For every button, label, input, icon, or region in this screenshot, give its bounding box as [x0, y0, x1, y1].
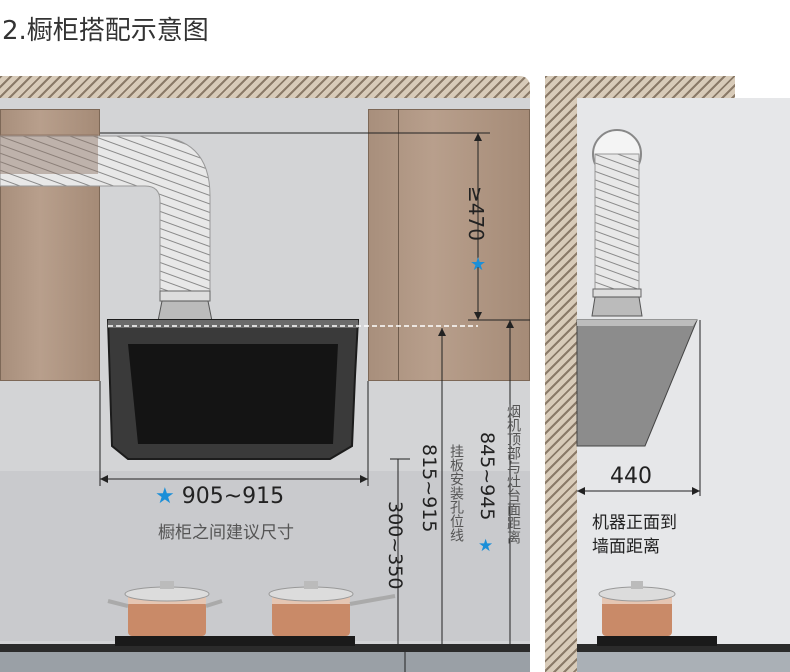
base-cabinet — [0, 652, 530, 672]
dim-300-label: 300~350 — [384, 501, 406, 590]
hood-top-edge — [108, 320, 358, 328]
side-countertop — [577, 644, 790, 652]
ceiling-hatch — [0, 76, 530, 98]
ceiling-hatch — [545, 76, 735, 98]
side-duct-collar — [592, 288, 642, 298]
side-duct — [594, 153, 640, 290]
star-icon: ★ — [478, 536, 494, 556]
dim-845-arrow — [506, 320, 514, 328]
side-view-drawing — [576, 129, 790, 672]
dim-470-arrow-top — [474, 133, 482, 141]
duct-collar — [159, 290, 211, 302]
left-pot — [107, 581, 223, 636]
depth-caption-line1: 机器正面到 — [592, 513, 677, 533]
countertop — [0, 644, 530, 652]
cabinet-hole — [0, 134, 98, 174]
depth-caption-line2: 墙面距离 — [592, 537, 660, 557]
width-arrow-right — [360, 475, 368, 483]
star-icon: ★ — [470, 254, 487, 275]
star-icon: ★ — [155, 484, 175, 509]
dim-470-label: ≥470 — [464, 186, 488, 241]
gas-cooktop — [115, 636, 355, 646]
dim-470-arrow-bottom — [474, 312, 482, 320]
dim-815-caption: 挂板安装孔位线 — [448, 444, 464, 542]
exhaust-duct — [0, 135, 211, 292]
front-view-panel: ≥470 ★ ★ 905~915 橱柜之间建议尺寸 300~350 815~91… — [0, 76, 530, 672]
hood-glass-panel — [128, 344, 338, 444]
side-hood — [576, 319, 698, 447]
width-value: 905~915 — [181, 484, 285, 509]
depth-arrow-left — [577, 487, 585, 495]
side-view-panel: 440 机器正面到 墙面距离 — [545, 76, 790, 672]
width-arrow-left — [100, 475, 108, 483]
dim-815-value: 815~915 — [418, 444, 440, 533]
dim-815-arrow — [438, 328, 446, 336]
right-pot — [268, 581, 396, 636]
dim-845-value: 845~945 — [476, 432, 498, 521]
side-pot — [598, 581, 676, 636]
side-hood-top — [577, 320, 697, 326]
depth-value: 440 — [610, 464, 652, 489]
width-dim-label: ★ 905~915 — [155, 484, 284, 509]
side-cooktop — [597, 636, 717, 646]
side-base-cabinet — [577, 652, 790, 672]
width-caption: 橱柜之间建议尺寸 — [158, 523, 294, 543]
page-title: 2.橱柜搭配示意图 — [2, 16, 209, 46]
depth-arrow-right — [692, 487, 700, 495]
wall-hatch — [545, 76, 577, 672]
duct-flange — [157, 300, 213, 322]
dim-845-caption: 烟机顶部与灶台面距离 — [505, 404, 521, 544]
right-cabinet — [368, 109, 530, 381]
side-duct-flange — [591, 296, 643, 317]
cabinet-door-line — [398, 109, 399, 381]
front-view-drawing — [0, 132, 530, 672]
